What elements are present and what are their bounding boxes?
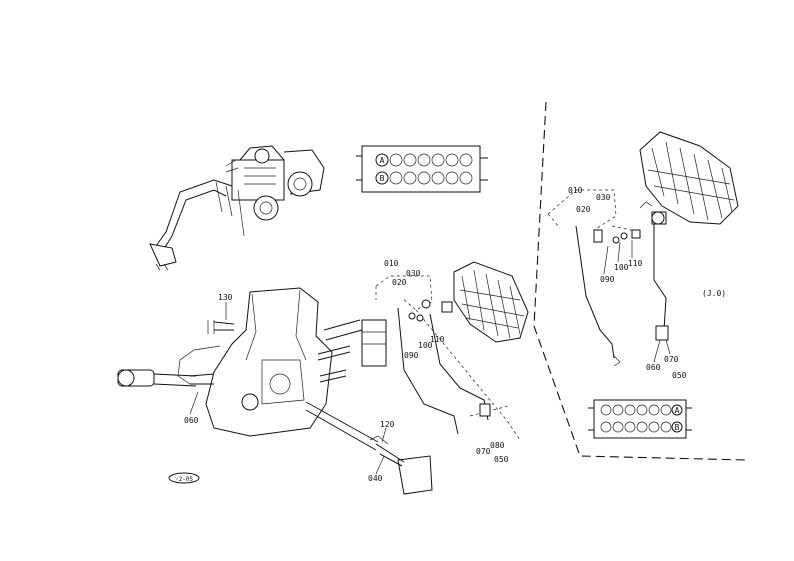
valve-block-top: A B <box>356 145 488 193</box>
label-060: 060 <box>184 416 199 425</box>
label-080a: 080 <box>490 441 505 450</box>
inset-label: (J.0) <box>702 289 726 298</box>
label-070b: 070 <box>664 355 679 364</box>
label-020a: 020 <box>392 278 407 287</box>
label-060b: 060 <box>646 363 661 372</box>
label-010b: 010 <box>568 186 583 195</box>
label-050a: 050 <box>494 455 509 464</box>
label-090b: 090 <box>600 275 615 284</box>
label-070a: 070 <box>476 447 491 456</box>
valve-bottom-marker-a: A <box>675 406 680 415</box>
backhoe-illustration <box>149 145 325 271</box>
label-120: 120 <box>380 420 395 429</box>
valve-bottom-marker-b: B <box>675 423 680 432</box>
right-pedal-group-box <box>547 189 641 233</box>
right-pedal-linkage <box>575 201 669 367</box>
right-part-labels: 010 020 030 090 100 110 060 070 050 (J.0… <box>568 186 726 380</box>
transmission-housing <box>117 287 433 495</box>
reference-badge-text: ◦2-05 <box>175 476 193 483</box>
label-030a: 030 <box>406 269 421 278</box>
label-020b: 020 <box>576 205 591 214</box>
center-pedal-linkage <box>397 299 491 435</box>
label-110a: 110 <box>430 335 445 344</box>
valve-bank-center <box>453 261 529 343</box>
center-pedal-group-box <box>375 275 521 441</box>
center-part-labels: 010 020 030 090 100 110 070 080 050 120 … <box>184 259 509 483</box>
valve-bank-right <box>639 131 739 225</box>
label-050b: 050 <box>672 371 687 380</box>
label-040: 040 <box>368 474 383 483</box>
valve-top-marker-a: A <box>380 156 385 165</box>
label-010a: 010 <box>384 259 399 268</box>
valve-top-marker-b: B <box>380 174 385 183</box>
label-030b: 030 <box>596 193 611 202</box>
right-inset-boundary <box>533 101 747 461</box>
label-100a: 100 <box>418 341 433 350</box>
valve-block-bottom: A B <box>588 399 692 439</box>
label-100b: 100 <box>614 263 629 272</box>
reference-badge: ◦2-05 <box>168 472 200 484</box>
label-110b: 110 <box>628 259 643 268</box>
label-130: 130 <box>218 293 233 302</box>
label-090a: 090 <box>404 351 419 360</box>
